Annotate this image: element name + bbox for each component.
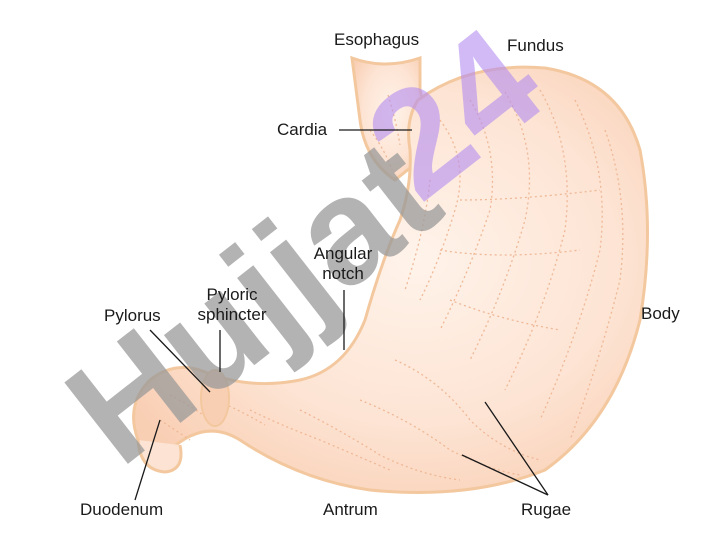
duodenum-leader xyxy=(134,419,161,501)
label-angular-notch-line2: notch xyxy=(322,264,364,283)
label-rugae: Rugae xyxy=(521,500,572,519)
label-esophagus: Esophagus xyxy=(334,30,420,49)
rugae-leader-2 xyxy=(461,454,549,496)
duodenum-shape xyxy=(136,439,183,474)
label-antrum: Antrum xyxy=(323,500,378,519)
label-angular-notch-line1: Angular xyxy=(313,244,373,263)
pylorus-leader xyxy=(149,329,211,393)
label-pylorus: Pylorus xyxy=(104,306,161,325)
label-fundus: Fundus xyxy=(507,36,564,55)
pyloric-sphincter-shape xyxy=(200,369,230,427)
label-duodenum: Duodenum xyxy=(80,500,164,519)
stomach-outline xyxy=(132,65,649,494)
label-pyloric-sphincter-line2: sphincter xyxy=(197,305,267,324)
label-pyloric-sphincter-line1: Pyloric xyxy=(206,285,258,304)
label-angular-notch: Angular notch xyxy=(300,244,386,284)
rugae-folds xyxy=(159,89,624,481)
label-body: Body xyxy=(641,304,680,323)
label-cardia: Cardia xyxy=(277,120,328,139)
label-pyloric-sphincter: Pyloric sphincter xyxy=(186,285,278,325)
rugae-leader-1 xyxy=(484,401,549,496)
leader-lines xyxy=(134,129,549,501)
